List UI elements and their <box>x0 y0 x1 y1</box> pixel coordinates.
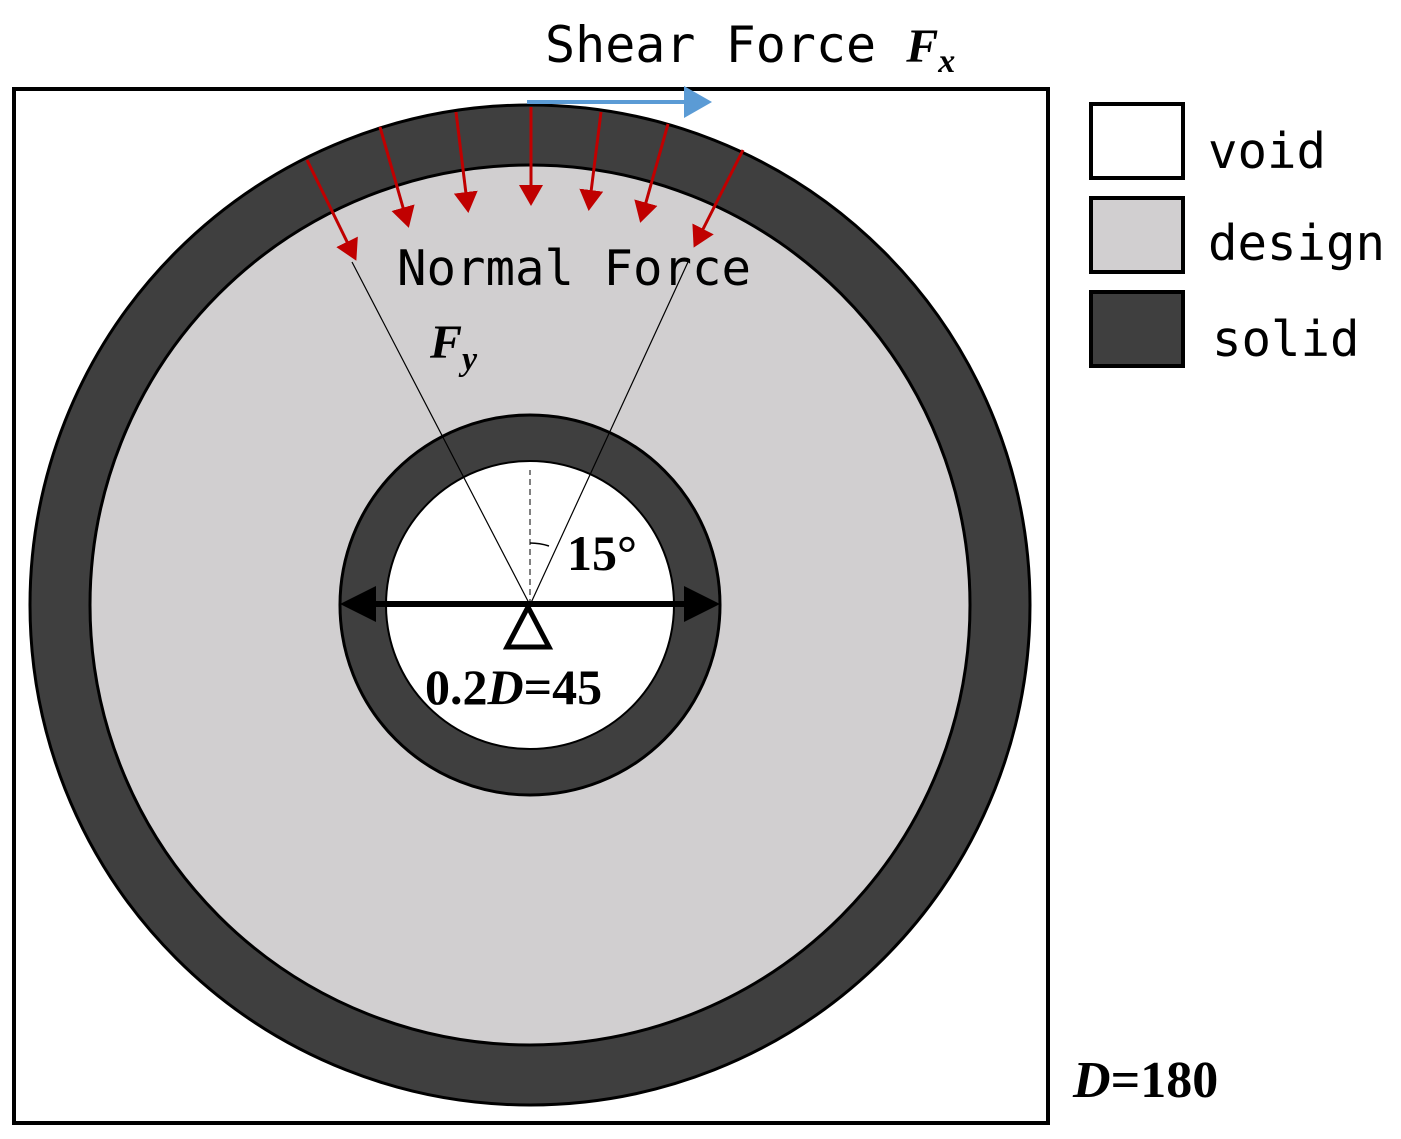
normal-force-arrow <box>579 111 604 211</box>
outer-diameter-label: D=180 <box>1072 1052 1218 1109</box>
legend-label-void: void <box>1208 123 1326 180</box>
inner-diameter-label: 0.2D=45 <box>425 659 602 715</box>
legend-label-design: design <box>1208 215 1385 272</box>
legend-label-solid: solid <box>1212 311 1360 368</box>
angle-arc <box>529 542 550 547</box>
normal-force-arrows <box>305 107 745 261</box>
normal-force-symbol: Fy <box>429 316 478 378</box>
legend: void design solid <box>1089 102 1385 368</box>
normal-force-arrow <box>378 126 415 228</box>
normal-force-arrow <box>692 149 745 248</box>
normal-force-label: Normal Force <box>397 240 751 297</box>
load-sector-left-line <box>351 261 531 606</box>
angle-label: 15° <box>567 525 637 581</box>
legend-swatch-design <box>1089 196 1185 274</box>
normal-force-arrow <box>305 159 358 261</box>
legend-swatch-void <box>1089 102 1185 180</box>
load-sector-right-line <box>529 261 689 606</box>
legend-swatch-solid <box>1089 290 1185 368</box>
normal-force-arrow <box>453 111 478 213</box>
normal-force-arrow <box>634 123 670 223</box>
support-triangle-icon <box>502 601 554 650</box>
shear-force-label: Shear Force Fx <box>545 16 955 80</box>
